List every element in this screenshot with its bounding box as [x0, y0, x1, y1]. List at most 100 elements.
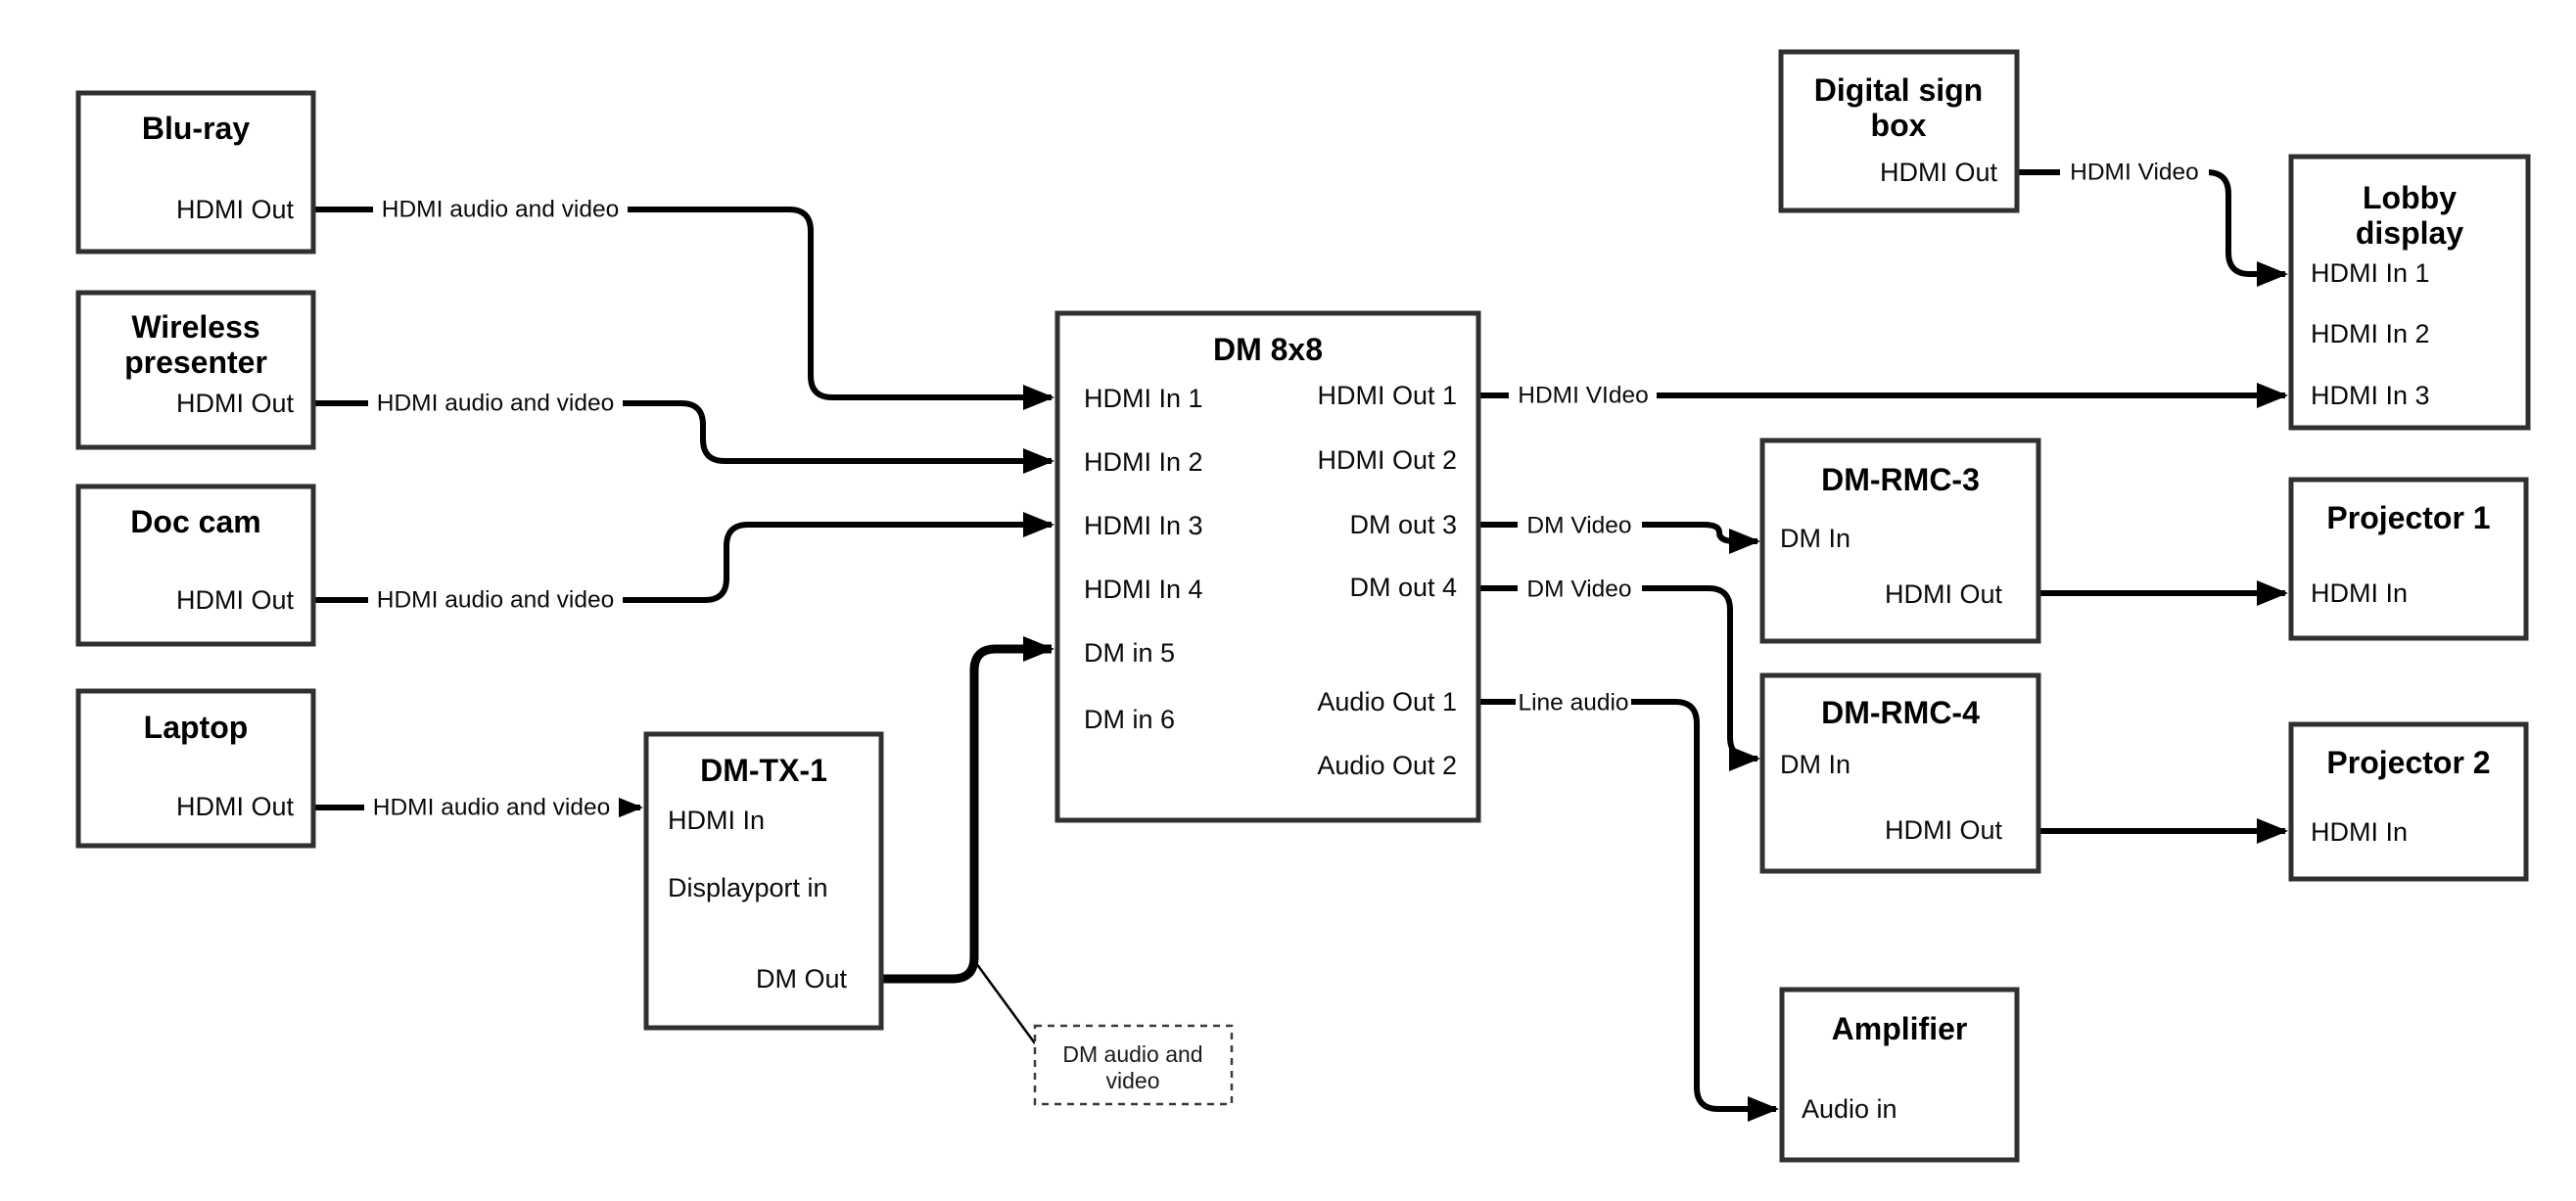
node-lobby-display-title-line1: Lobby [2363, 180, 2457, 215]
node-dm-8x8-box [1054, 310, 1481, 823]
node-lobby-display-box [2288, 154, 2531, 431]
wire-dm-tx1-to-dm8x8-in5 [881, 636, 1054, 984]
wire-label-bg [368, 386, 623, 420]
port-amplifier-audio-in: Audio in [1802, 1094, 1897, 1124]
node-dm-tx-1: DM-TX-1 HDMI In Displayport in DM Out [643, 731, 884, 1031]
wire-dm8x8-out3-to-rmc3 [1478, 522, 1760, 554]
wire-label-bg [368, 582, 623, 617]
port-dm-rmc-3-hdmi-out: HDMI Out [1885, 579, 2003, 609]
node-digital-sign-box: Digital sign box HDMI Out [1778, 49, 2020, 213]
node-dm-rmc-3-title: DM-RMC-3 [1821, 462, 1980, 497]
port-projector-2-hdmi-in: HDMI In [2311, 817, 2408, 847]
port-laptop-hdmi-out: HDMI Out [176, 792, 295, 821]
port-dm-tx-1-hdmi-in: HDMI In [668, 806, 765, 835]
wire-labels: HDMI audio and video HDMI audio and vide… [364, 155, 2209, 824]
wire-label-dm-video-3: DM Video [1526, 513, 1631, 539]
wire-label-bg [364, 790, 619, 824]
node-doc-cam-title: Doc cam [130, 504, 260, 539]
wire-label-bg [1516, 685, 1631, 719]
port-dm-tx-1-displayport-in: Displayport in [668, 873, 828, 902]
port-dm-8x8-hdmi-in-2: HDMI In 2 [1084, 447, 1203, 477]
node-dm-tx-1-title: DM-TX-1 [700, 753, 827, 788]
node-wireless-presenter-box [75, 290, 316, 450]
node-projector-2-box [2288, 721, 2529, 882]
wire-label-bg [1518, 572, 1642, 606]
wire-label-bg [373, 192, 628, 226]
port-digital-sign-hdmi-out: HDMI Out [1880, 158, 1998, 187]
port-doc-cam-hdmi-out: HDMI Out [176, 585, 295, 615]
node-dm-rmc-4-title: DM-RMC-4 [1821, 695, 1980, 730]
node-projector-1-box [2288, 477, 2529, 641]
wire-dm8x8-out4-to-rmc4 [1478, 585, 1760, 771]
wire-label-bg [1518, 508, 1642, 542]
node-wireless-presenter-title-line1: Wireless [131, 309, 259, 345]
node-dm-rmc-3-box [1759, 438, 2041, 644]
port-dm-8x8-dm-out-3: DM out 3 [1349, 510, 1457, 539]
wire-label-line-audio: Line audio [1518, 690, 1628, 716]
port-dm-rmc-4-dm-in: DM In [1780, 750, 1850, 779]
node-blu-ray-box [75, 90, 316, 254]
node-doc-cam: Doc cam HDMI Out [75, 484, 316, 647]
node-amplifier-box [1779, 987, 2020, 1163]
port-dm-8x8-hdmi-out-2: HDMI Out 2 [1317, 445, 1457, 475]
node-amplifier-title: Amplifier [1832, 1011, 1968, 1046]
port-lobby-hdmi-in-2: HDMI In 2 [2311, 319, 2430, 348]
node-dm-rmc-4: DM-RMC-4 DM In HDMI Out [1759, 672, 2041, 874]
wire-label-dm-video-4: DM Video [1526, 577, 1631, 603]
port-lobby-hdmi-in-3: HDMI In 3 [2311, 381, 2430, 410]
node-blu-ray-title: Blu-ray [142, 111, 250, 146]
node-projector-2: Projector 2 HDMI In [2288, 721, 2529, 882]
node-laptop-box [75, 688, 316, 849]
node-lobby-display-title-line2: display [2356, 215, 2463, 251]
callout-text-line1: DM audio and [1062, 1041, 1202, 1067]
node-doc-cam-box [75, 484, 316, 647]
port-dm-8x8-dm-out-4: DM out 4 [1349, 573, 1457, 602]
port-lobby-hdmi-in-1: HDMI In 1 [2311, 258, 2430, 288]
port-dm-8x8-hdmi-in-3: HDMI In 3 [1084, 511, 1203, 540]
port-dm-8x8-dm-in-6: DM in 6 [1084, 705, 1175, 734]
callout-box [1033, 1024, 1234, 1106]
node-projector-1: Projector 1 HDMI In [2288, 477, 2529, 641]
wire-label-blu-ray: HDMI audio and video [382, 197, 619, 223]
node-dm-rmc-4-box [1759, 672, 2041, 874]
node-digital-sign-box-title-line1: Digital sign [1814, 72, 1983, 108]
wire-label-wireless: HDMI audio and video [377, 391, 614, 417]
node-digital-sign-box-box [1778, 49, 2020, 213]
port-dm-8x8-hdmi-in-4: HDMI In 4 [1084, 575, 1203, 604]
wire-label-bg [2060, 155, 2209, 190]
node-dm-8x8-title: DM 8x8 [1213, 332, 1323, 367]
node-amplifier: Amplifier Audio in [1779, 987, 2020, 1163]
wire-dm8x8-audio1-to-amplifier [1478, 699, 1779, 1122]
port-dm-rmc-3-dm-in: DM In [1780, 524, 1850, 553]
wire-label-hdmi-video-sign: HDMI Video [2070, 160, 2199, 186]
wire-label-doc-cam: HDMI audio and video [377, 587, 614, 614]
port-dm-8x8-dm-in-5: DM in 5 [1084, 638, 1175, 668]
node-lobby-display: Lobby display HDMI In 1 HDMI In 2 HDMI I… [2288, 154, 2531, 431]
node-dm-rmc-3: DM-RMC-3 DM In HDMI Out [1759, 438, 2041, 644]
node-laptop-title: Laptop [144, 710, 249, 745]
wire-wireless-to-dm8x8-in2 [313, 400, 1054, 474]
wire-digital-sign-to-lobby-in1 [2017, 169, 2288, 287]
port-dm-8x8-audio-out-2: Audio Out 2 [1317, 751, 1457, 780]
node-projector-2-title: Projector 2 [2326, 745, 2490, 780]
wire-doc-cam-to-dm8x8-in3 [313, 512, 1054, 603]
port-dm-rmc-4-hdmi-out: HDMI Out [1885, 815, 2003, 845]
node-dm-tx-1-box [643, 731, 884, 1031]
node-wireless-presenter-title-line2: presenter [124, 345, 267, 380]
callout-leader-line [974, 962, 1037, 1044]
port-projector-1-hdmi-in: HDMI In [2311, 578, 2408, 608]
port-dm-tx-1-dm-out: DM Out [756, 964, 848, 993]
node-blu-ray: Blu-ray HDMI Out [75, 90, 316, 254]
wire-label-hdmi-video-lobby: HDMI VIdeo [1518, 383, 1648, 409]
port-blu-ray-hdmi-out: HDMI Out [176, 195, 295, 224]
node-projector-1-title: Projector 1 [2326, 500, 2490, 535]
wire-blu-ray-to-dm8x8-in1 [313, 207, 1054, 410]
port-wireless-hdmi-out: HDMI Out [176, 389, 295, 418]
port-dm-8x8-audio-out-1: Audio Out 1 [1317, 687, 1457, 716]
port-dm-8x8-hdmi-out-1: HDMI Out 1 [1317, 381, 1457, 410]
node-dm-8x8: DM 8x8 HDMI In 1 HDMI In 2 HDMI In 3 HDM… [1054, 310, 1481, 823]
port-dm-8x8-hdmi-in-1: HDMI In 1 [1084, 384, 1203, 413]
node-laptop: Laptop HDMI Out [75, 688, 316, 849]
node-wireless-presenter: Wireless presenter HDMI Out [75, 290, 316, 450]
